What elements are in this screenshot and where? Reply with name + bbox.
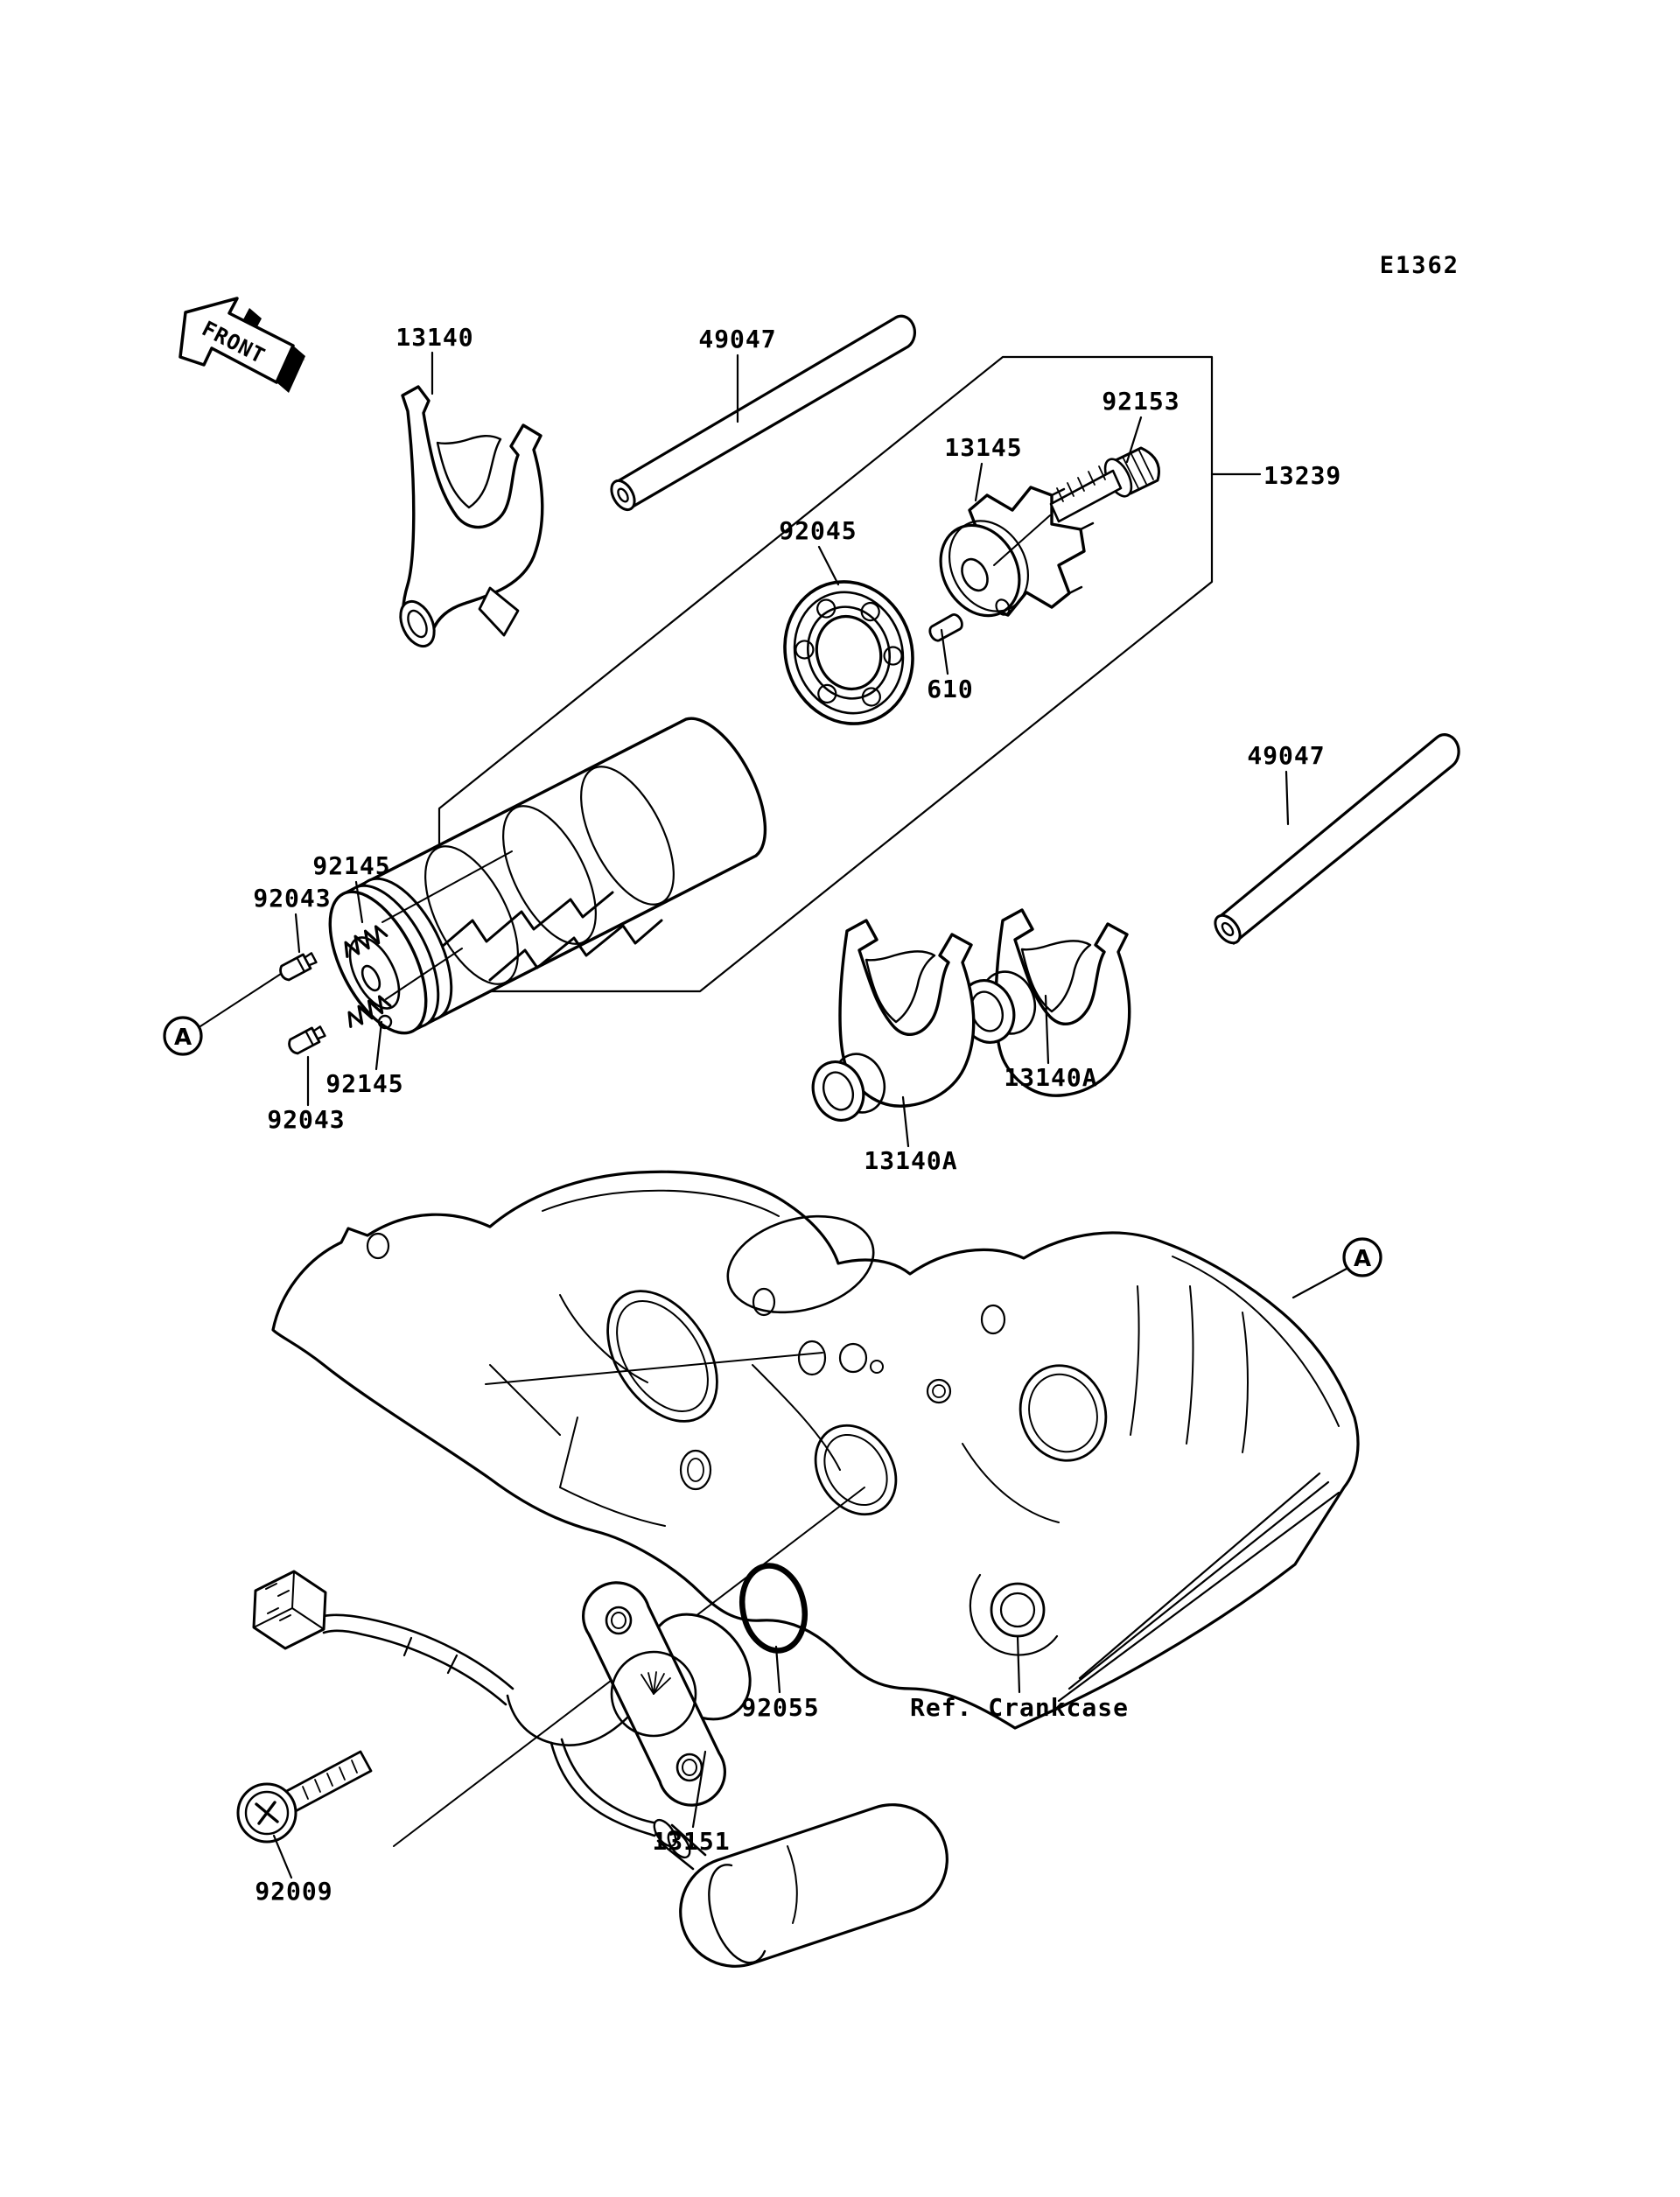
part-label-drum-assy: 13239: [1264, 461, 1341, 490]
part-label-flanged-bolt: 92009: [255, 1877, 332, 1906]
ball-bearing: [783, 580, 914, 725]
gear-change-drum: [328, 717, 767, 1035]
oring: [739, 1563, 808, 1654]
detent-axis-lines: [200, 850, 513, 1027]
part-label-shift-rod-right: 49047: [1247, 741, 1325, 770]
shift-rod-right: [1214, 733, 1460, 945]
detent-screw-lower: [288, 1025, 326, 1055]
part-label-dowel-pin: 610: [927, 675, 974, 703]
shift-rod-upper: [610, 314, 916, 512]
part-label-screw-upper: 92043: [253, 884, 331, 913]
gear-position-switch: [252, 1570, 948, 1968]
crankcase: [271, 1170, 1360, 1730]
diagram-code: E1362: [1380, 252, 1460, 279]
gear-positioning-cam: [939, 486, 1095, 618]
detail-marker-left: A: [163, 1016, 203, 1056]
part-label-switch: 13151: [652, 1827, 730, 1856]
detent-spring-upper: [344, 925, 388, 958]
drum-assembly-boundary-box: [438, 355, 1214, 993]
part-label-shift-rod-top: 49047: [698, 325, 776, 353]
part-label-spring-lower: 92145: [326, 1069, 403, 1098]
detent-spring-lower: [347, 995, 392, 1028]
part-label-cam: 13145: [944, 433, 1022, 462]
part-label-spring-upper: 92145: [312, 851, 390, 880]
part-label-cam-bolt: 92153: [1102, 387, 1180, 416]
dowel-pin: [928, 613, 963, 642]
part-label-shift-fork-upper: 13140: [396, 323, 473, 352]
leader-lines: [272, 351, 1290, 1879]
shift-fork-lower-left: [811, 919, 976, 1122]
detail-marker-left-label: A: [174, 1025, 192, 1051]
part-label-screw-lower: 92043: [267, 1105, 345, 1134]
shift-fork-upper: [399, 385, 544, 648]
detail-marker-right: A: [1292, 1237, 1382, 1299]
detail-marker-right-label: A: [1354, 1246, 1371, 1272]
front-arrow-icon: FRONT: [178, 297, 305, 393]
detent-screw-upper: [279, 952, 318, 982]
part-label-bearing: 92045: [779, 516, 857, 545]
part-label-oring: 92055: [741, 1693, 819, 1722]
part-label-fork-lower-left: 13140A: [864, 1146, 957, 1175]
crankcase-reference-label: Ref. Crankcase: [910, 1693, 1129, 1722]
cam-bolt: [993, 446, 1160, 566]
part-label-fork-lower-right: 13140A: [1004, 1063, 1097, 1092]
flanged-bolt: [236, 1750, 373, 1844]
